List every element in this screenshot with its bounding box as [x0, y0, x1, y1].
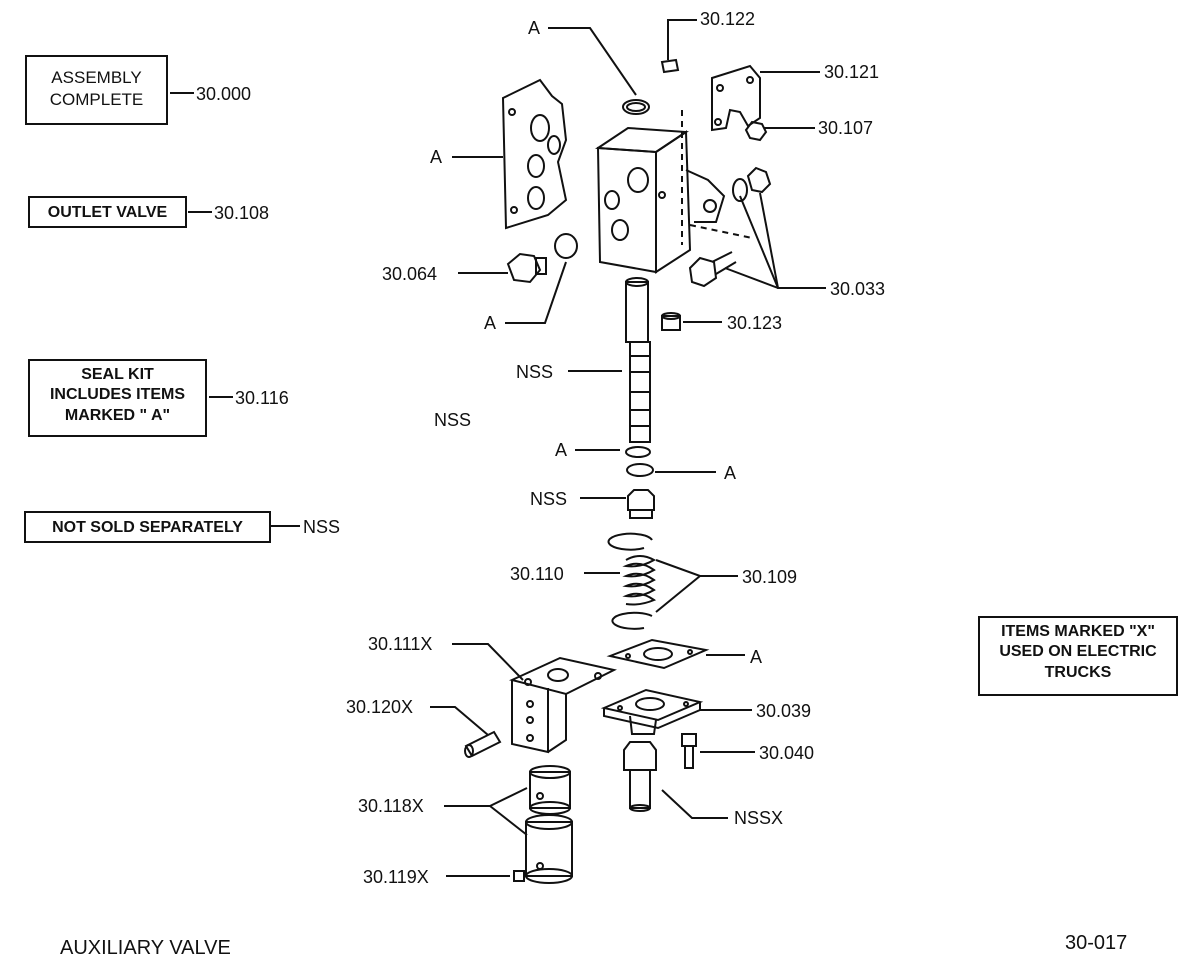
spring — [622, 555, 657, 606]
snap-ring — [611, 611, 653, 630]
seal-kit-box: SEAL KIT INCLUDES ITEMS MARKED " A" — [28, 359, 207, 437]
leader-line — [759, 192, 779, 289]
callout-30-110: 30.110 — [510, 564, 564, 584]
spool — [625, 277, 651, 443]
o-ring — [554, 233, 578, 259]
seal-kit-code: 30.116 — [235, 388, 289, 408]
diagram-title: AUXILIARY VALVE — [60, 937, 231, 959]
l-bracket — [509, 656, 617, 754]
callout-30-033: 30.033 — [830, 279, 886, 299]
seal-kit-line-2: INCLUDES ITEMS — [49, 386, 186, 404]
leader-line — [655, 575, 701, 613]
outlet-valve-label: OUTLET VALVE — [47, 204, 168, 221]
callout-a-plate: A — [750, 647, 763, 667]
valve-body — [595, 110, 753, 274]
callout-nss-spool: NSS — [516, 362, 554, 382]
o-ring — [626, 463, 654, 477]
bracket-plate — [711, 64, 761, 132]
callout-30-123: 30.123 — [727, 313, 783, 333]
assembly-line-2: COMPLETE — [49, 89, 144, 109]
gasket — [606, 638, 710, 670]
electric-line-1: ITEMS MARKED "X" — [1001, 623, 1155, 640]
assembly-code: 30.000 — [196, 84, 252, 104]
callout-nss-free: NSS — [434, 410, 472, 430]
o-ring — [622, 99, 650, 115]
bolt — [688, 251, 737, 288]
leader-line — [661, 789, 728, 819]
hex-nut — [746, 166, 772, 194]
leader-line — [655, 559, 738, 577]
hex-plug — [506, 252, 547, 284]
page-code: 30-017 — [1065, 932, 1128, 954]
leader-line — [430, 706, 489, 736]
leader-line — [452, 643, 524, 681]
electric-trucks-box: ITEMS MARKED "X" USED ON ELECTRIC TRUCKS — [978, 616, 1178, 696]
callout-30-120x: 30.120X — [346, 697, 414, 717]
set-screw — [513, 870, 525, 882]
leader-line — [505, 261, 567, 324]
seal-kit-line-3: MARKED " A" — [64, 406, 171, 424]
mount-plate — [600, 688, 704, 735]
o-ring — [625, 446, 651, 458]
gasket-plate — [501, 78, 568, 230]
plug — [660, 58, 680, 74]
electric-line-2: USED ON ELECTRIC — [999, 643, 1157, 661]
callout-a-gasket: A — [430, 147, 443, 167]
not-sold-label: NOT SOLD SEPARATELY — [52, 519, 243, 536]
coupling — [525, 814, 573, 884]
callout-30-119x: 30.119X — [363, 867, 429, 887]
leader-line — [739, 195, 826, 289]
electric-line-3: TRUCKS — [1044, 663, 1112, 681]
cap-screw — [681, 733, 697, 769]
plug — [661, 312, 681, 331]
outlet-valve-code: 30.108 — [214, 203, 270, 223]
callout-a-oring: A — [484, 313, 497, 333]
seal-kit-line-1: SEAL KIT — [81, 366, 154, 383]
callout-30-107: 30.107 — [818, 118, 874, 138]
callout-30-064: 30.064 — [382, 264, 438, 284]
pin — [464, 730, 502, 758]
leader-line — [548, 27, 637, 96]
callout-30-040: 30.040 — [759, 743, 815, 763]
callout-a-top: A — [528, 18, 541, 38]
callout-30-039: 30.039 — [756, 701, 812, 721]
washer — [732, 178, 748, 202]
assembly-complete-box: ASSEMBLY COMPLETE — [25, 55, 168, 125]
shaft — [623, 741, 657, 812]
leader-line — [724, 267, 779, 289]
not-sold-code: NSS — [303, 517, 341, 537]
leader-line — [444, 787, 528, 807]
callout-nssx: NSSX — [734, 808, 784, 828]
callout-30-121: 30.121 — [824, 62, 880, 82]
outlet-valve-box: OUTLET VALVE — [28, 196, 187, 228]
callout-30-109: 30.109 — [742, 567, 798, 587]
leader-line — [667, 19, 697, 60]
callout-a-ring2: A — [724, 463, 737, 483]
callout-30-111x: 30.111X — [368, 634, 433, 654]
assembly-line-1: ASSEMBLY — [51, 68, 142, 87]
plug — [627, 489, 655, 519]
not-sold-separately-box: NOT SOLD SEPARATELY — [24, 511, 271, 543]
leader-line — [489, 805, 528, 836]
callout-a-ring1: A — [555, 440, 568, 460]
coupling — [529, 765, 571, 815]
callout-30-118x: 30.118X — [358, 796, 424, 816]
callout-nss-plug: NSS — [530, 489, 568, 509]
hex-nut — [744, 120, 768, 142]
callout-30-122: 30.122 — [700, 9, 756, 29]
snap-ring — [607, 532, 653, 551]
